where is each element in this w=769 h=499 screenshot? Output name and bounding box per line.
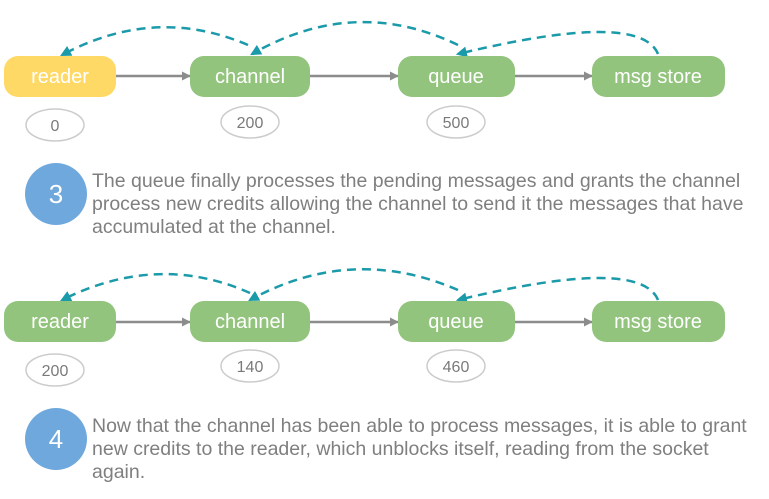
svg-text:0: 0 bbox=[51, 118, 60, 135]
svg-text:reader: reader bbox=[31, 66, 89, 88]
svg-text:queue: queue bbox=[428, 311, 484, 333]
svg-text:460: 460 bbox=[443, 359, 470, 376]
credit-arrow-store-to-queue bbox=[455, 30, 660, 58]
svg-text:200: 200 bbox=[237, 115, 264, 132]
credit-arrow-channel-to-reader bbox=[60, 272, 251, 302]
credit-badge-reader: 0 bbox=[25, 108, 85, 142]
node-reader: reader bbox=[4, 301, 116, 342]
step-badge-3: 3 bbox=[25, 163, 87, 225]
credit-arrow-channel-to-reader bbox=[60, 26, 249, 57]
node-msg-store: msg store bbox=[592, 56, 725, 97]
node-channel: channel bbox=[190, 301, 310, 342]
svg-text:reader: reader bbox=[31, 311, 89, 333]
stage-1: reader channel queue msg store 0 200 500 bbox=[4, 20, 725, 225]
credit-arrow-store-to-queue bbox=[455, 276, 660, 304]
step-3-description: The queue finally processes the pending … bbox=[92, 170, 744, 238]
svg-text:200: 200 bbox=[42, 363, 69, 380]
svg-text:msg store: msg store bbox=[614, 66, 702, 88]
svg-text:4: 4 bbox=[49, 424, 63, 454]
svg-text:500: 500 bbox=[443, 115, 470, 132]
node-msg-store: msg store bbox=[592, 301, 725, 342]
svg-text:msg store: msg store bbox=[614, 311, 702, 333]
credit-arrow-queue-to-channel bbox=[248, 268, 459, 302]
credit-badge-queue: 460 bbox=[426, 349, 486, 383]
node-reader: reader bbox=[4, 56, 116, 97]
credit-badge-channel: 200 bbox=[220, 105, 280, 139]
node-queue: queue bbox=[398, 301, 515, 342]
credit-badge-channel: 140 bbox=[220, 349, 280, 383]
node-channel: channel bbox=[190, 56, 310, 97]
svg-text:140: 140 bbox=[237, 359, 264, 376]
svg-text:3: 3 bbox=[49, 179, 63, 209]
step-badge-4: 4 bbox=[25, 408, 87, 470]
stage-2: reader channel queue msg store 200 140 4… bbox=[4, 268, 725, 470]
credit-badge-reader: 200 bbox=[25, 353, 85, 387]
credit-badge-queue: 500 bbox=[426, 105, 486, 139]
svg-text:queue: queue bbox=[428, 66, 484, 88]
svg-text:channel: channel bbox=[215, 66, 285, 88]
node-queue: queue bbox=[398, 56, 515, 97]
svg-text:channel: channel bbox=[215, 311, 285, 333]
credit-arrow-queue-to-channel bbox=[250, 20, 459, 56]
step-4-description: Now that the channel has been able to pr… bbox=[92, 415, 747, 483]
